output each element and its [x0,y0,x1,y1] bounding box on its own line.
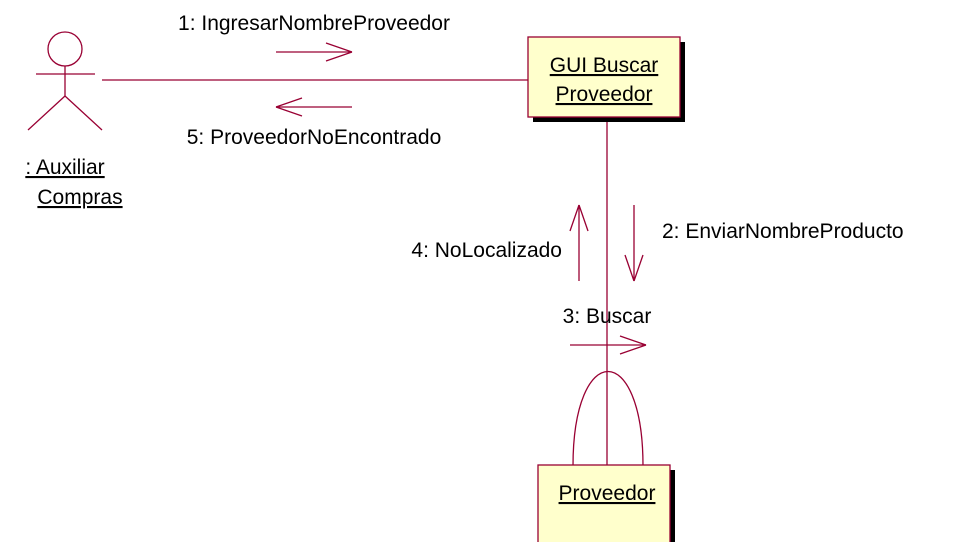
message-4-label: 4: NoLocalizado [411,239,562,262]
message-1-arrow [276,42,353,62]
gui-label-line1: GUI Buscar [550,54,659,77]
message-5-arrow [275,97,352,117]
message-3-label: 3: Buscar [563,305,652,328]
actor-label-line2: Compras [37,186,122,209]
message-4: 4: NoLocalizado [411,204,589,281]
message-2-label: 2: EnviarNombreProducto [662,220,904,243]
message-2: 2: EnviarNombreProducto [624,205,904,282]
object-gui-buscar-proveedor[interactable]: GUI Buscar Proveedor [527,36,685,122]
message-3-arrow [570,335,647,355]
message-5: 5: ProveedorNoEncontrado [187,97,442,149]
message-1: 1: IngresarNombreProveedor [178,12,450,62]
gui-label-line2: Proveedor [556,83,653,106]
message-3: 3: Buscar [563,305,652,355]
proveedor-label: Proveedor [559,482,656,505]
self-link-proveedor [572,370,644,467]
actor-auxiliar-compras[interactable]: : Auxiliar Compras [25,31,123,209]
message-1-label: 1: IngresarNombreProveedor [178,12,450,35]
message-5-label: 5: ProveedorNoEncontrado [187,126,442,149]
message-4-arrow [569,204,589,281]
message-2-arrow [624,205,644,282]
actor-label-line1: : Auxiliar [25,156,104,179]
actor-icon [27,31,103,131]
object-proveedor[interactable]: Proveedor [537,464,675,542]
